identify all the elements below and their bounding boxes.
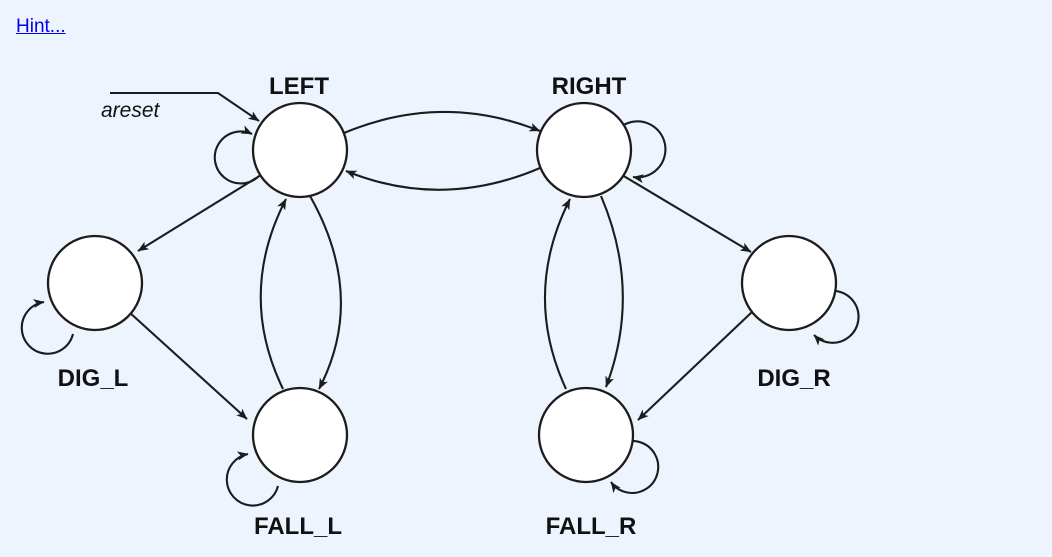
edge-falll-self-loop bbox=[225, 451, 280, 507]
edge-digl-self-loop bbox=[20, 299, 75, 355]
edge-fallr-to-right bbox=[543, 198, 571, 390]
state-right-node bbox=[535, 101, 633, 199]
edge-fallr-self-loop bbox=[610, 439, 660, 495]
edge-right-to-left bbox=[345, 167, 541, 191]
edge-left-to-right bbox=[343, 110, 541, 134]
state-left-label: LEFT bbox=[269, 73, 329, 100]
transition-edges bbox=[20, 91, 860, 507]
areset-label: areset bbox=[101, 99, 161, 122]
edge-right-self-loop bbox=[621, 120, 667, 184]
state-fallr-node bbox=[537, 386, 635, 484]
state-fallr-label: FALL_R bbox=[546, 513, 637, 540]
state-digr-node bbox=[740, 234, 838, 332]
state-nodes bbox=[46, 101, 838, 484]
edge-right-to-digr bbox=[621, 174, 752, 253]
state-right-label: RIGHT bbox=[552, 73, 627, 100]
state-digr-label: DIG_R bbox=[757, 365, 830, 392]
edge-left-to-falll bbox=[309, 195, 342, 390]
edge-digl-to-falll bbox=[128, 311, 248, 420]
edge-digr-to-fallr bbox=[637, 311, 753, 421]
state-left-node bbox=[251, 101, 349, 199]
edge-left-self-loop bbox=[213, 125, 260, 185]
edge-left-to-digl bbox=[137, 174, 262, 252]
state-falll-label: FALL_L bbox=[254, 513, 342, 540]
state-falll-node bbox=[251, 386, 349, 484]
edge-falll-to-left bbox=[259, 198, 287, 390]
state-digl-node bbox=[46, 234, 144, 332]
hint-link[interactable]: Hint... bbox=[16, 16, 66, 37]
edge-areset-to-left bbox=[110, 91, 260, 122]
state-labels: LEFT RIGHT DIG_L DIG_R FALL_L FALL_R are… bbox=[58, 73, 831, 540]
state-digl-label: DIG_L bbox=[58, 365, 129, 392]
edge-right-to-fallr bbox=[600, 195, 624, 388]
